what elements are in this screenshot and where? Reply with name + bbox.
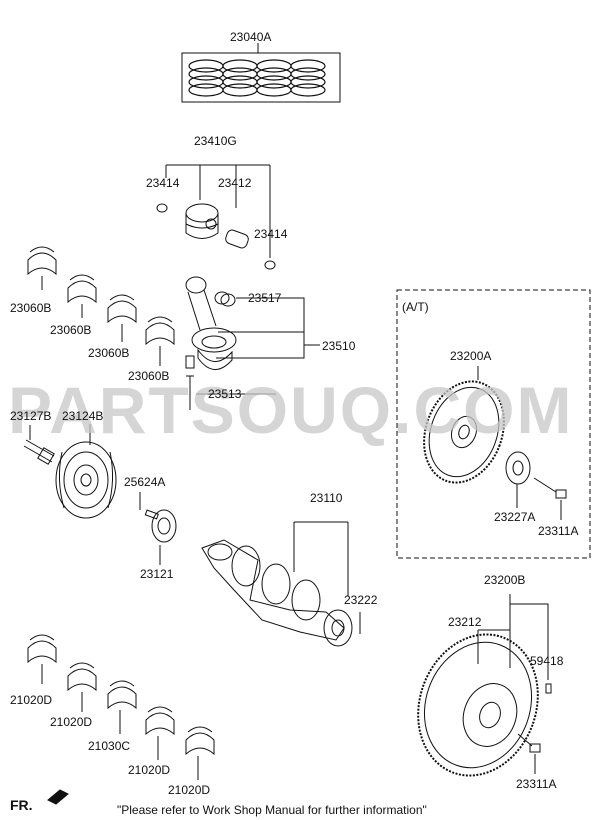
label-23060B-2[interactable]: 23060B [50, 323, 92, 337]
label-25624A[interactable]: 25624A [124, 475, 166, 489]
at-box [396, 289, 591, 559]
label-23311A-1[interactable]: 23311A [538, 524, 579, 538]
label-23222[interactable]: 23222 [344, 593, 378, 607]
label-23517[interactable]: 23517 [248, 291, 282, 305]
label-21020D-4[interactable]: 21020D [168, 783, 211, 797]
piston-assembly [156, 164, 276, 270]
label-23060B-1[interactable]: 23060B [10, 301, 52, 315]
label-23060B-3[interactable]: 23060B [88, 346, 130, 360]
label-21020D-2[interactable]: 21020D [50, 715, 93, 729]
label-23040A[interactable]: 23040A [230, 30, 272, 44]
front-direction-label: FR. [10, 797, 33, 813]
label-23227A[interactable]: 23227A [494, 510, 536, 524]
watermark: PARTSOUQ.COM [8, 373, 574, 447]
label-23414-b[interactable]: 23414 [254, 227, 288, 241]
label-23414-a[interactable]: 23414 [146, 176, 180, 190]
label-23200A[interactable]: 23200A [450, 349, 492, 363]
main-bearings-upper [27, 246, 175, 366]
label-23410G[interactable]: 23410G [194, 134, 237, 148]
footer-note: "Please refer to Work Shop Manual for fu… [117, 803, 427, 817]
at-box-label: (A/T) [402, 300, 429, 314]
piston-ring-set [181, 43, 341, 103]
crankshaft [201, 521, 361, 647]
main-bearings-lower [27, 634, 215, 780]
label-23060B-4[interactable]: 23060B [128, 369, 170, 383]
label-23412[interactable]: 23412 [218, 176, 252, 190]
crank-sprocket [139, 492, 177, 565]
label-23311A-2[interactable]: 23311A [516, 777, 557, 791]
label-23110[interactable]: 23110 [310, 491, 343, 505]
label-23127B[interactable]: 23127B [10, 409, 52, 423]
damper-pulley [23, 424, 117, 519]
label-59418[interactable]: 59418 [530, 654, 564, 668]
label-23510[interactable]: 23510 [322, 339, 356, 353]
connecting-rod [185, 276, 320, 410]
label-23513[interactable]: 23513 [208, 387, 242, 401]
label-21030C[interactable]: 21030C [88, 739, 131, 753]
drive-plate [423, 366, 567, 520]
label-21020D-3[interactable]: 21020D [128, 763, 171, 777]
label-23124B[interactable]: 23124B [62, 409, 104, 423]
flywheel [417, 594, 552, 777]
label-21020D-1[interactable]: 21020D [10, 693, 53, 707]
label-23212[interactable]: 23212 [448, 615, 482, 629]
front-direction-arrow [47, 789, 69, 805]
label-23121[interactable]: 23121 [140, 567, 174, 581]
label-23200B[interactable]: 23200B [484, 573, 526, 587]
